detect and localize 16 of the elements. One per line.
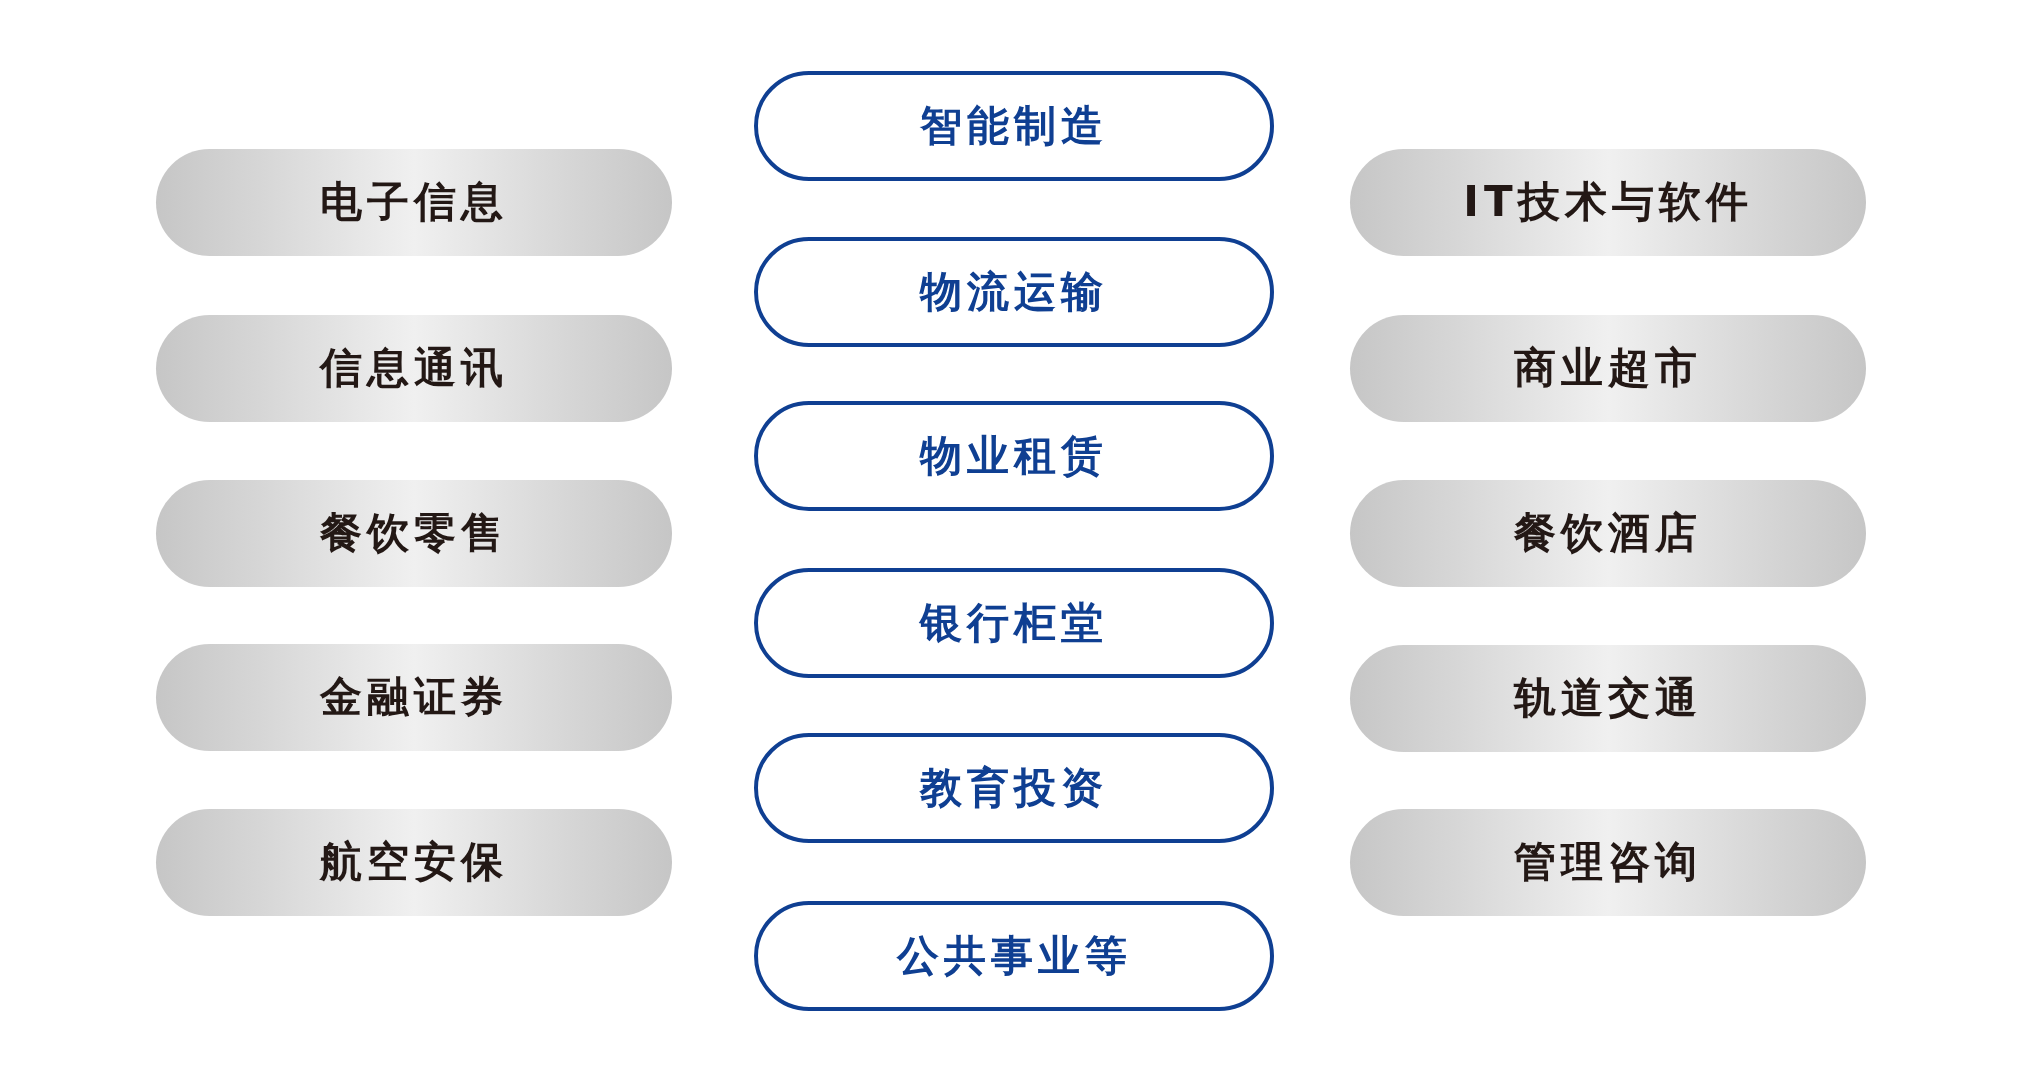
industry-label: IT技术与软件 [1463,177,1753,228]
industry-label: 轨道交通 [1514,673,1702,724]
industry-label: 教育投资 [920,762,1108,814]
industry-label: 物流运输 [920,266,1108,318]
industry-label: 智能制造 [920,100,1108,152]
industry-label: 商业超市 [1514,343,1702,394]
industry-label: 物业租赁 [920,430,1108,482]
industry-label: 管理咨询 [1514,837,1702,888]
industry-label: 公共事业等 [896,930,1132,982]
industry-label: 电子信息 [320,177,508,228]
industry-label: 餐饮酒店 [1514,508,1702,559]
industry-label: 航空安保 [320,837,508,888]
industry-label: 银行柜堂 [920,597,1108,649]
industry-label: 信息通讯 [320,343,508,394]
industry-label: 金融证券 [320,672,508,723]
industry-label: 餐饮零售 [320,508,508,559]
